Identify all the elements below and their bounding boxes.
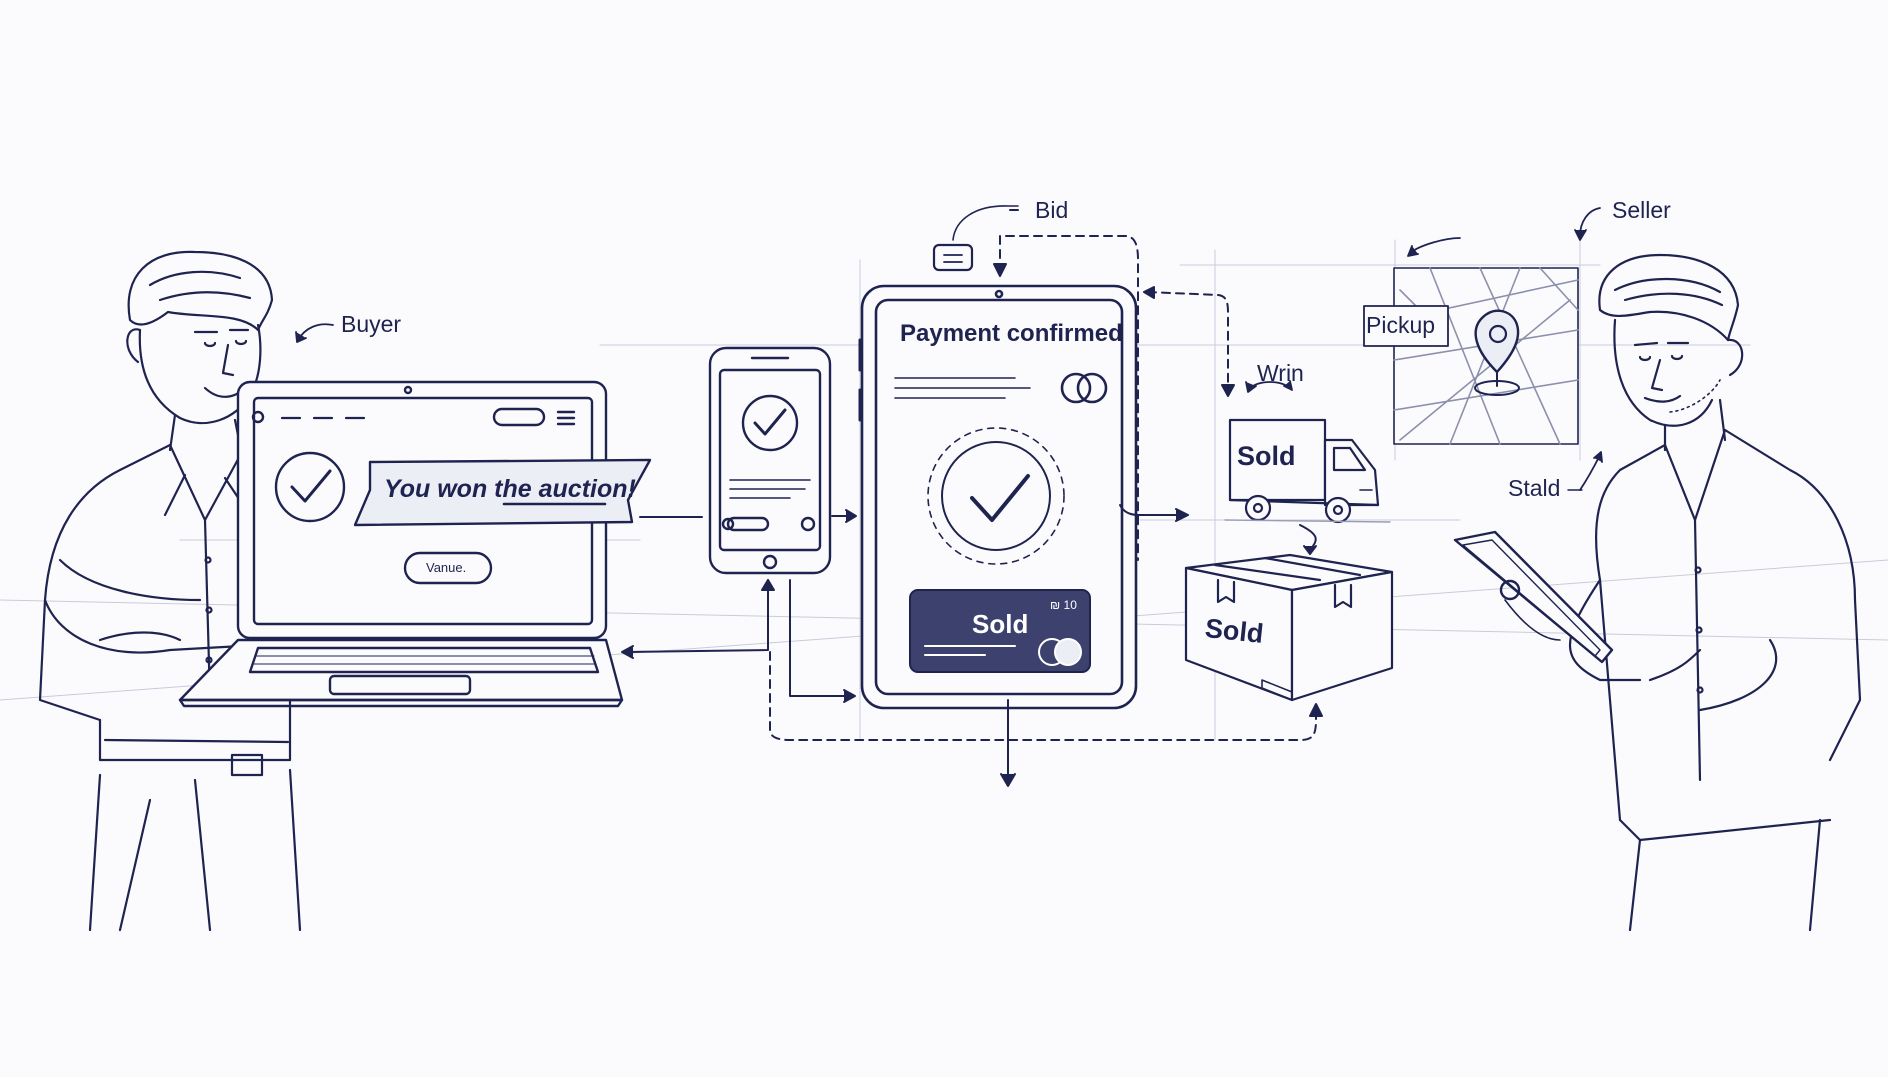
- laptop: [178, 380, 624, 708]
- bid-label: Bid: [1035, 197, 1069, 223]
- seller-figure: [1568, 253, 1862, 932]
- card-number: ₪ 10: [1050, 598, 1077, 612]
- pickup-map: [1393, 267, 1579, 445]
- seller-tablet: [1453, 530, 1614, 664]
- buyer-label: Buyer: [341, 311, 402, 337]
- card-sold-label: Sold: [972, 609, 1029, 639]
- payment-title: Payment confirmed: [900, 320, 1123, 347]
- laptop-input-text: Vanue.: [426, 560, 467, 575]
- auction-won-banner: [353, 458, 652, 527]
- payment-card: [909, 589, 1091, 673]
- seller-label: Seller: [1612, 197, 1671, 223]
- dashed-flow-arrows: [769, 235, 1317, 741]
- bid-icon: [932, 205, 1019, 272]
- pickup-label-box: [1363, 305, 1449, 347]
- arrowheads: [993, 263, 1323, 717]
- wrin-label: Wrin: [1257, 360, 1304, 386]
- label-pointers: [295, 207, 1603, 491]
- truck-sold-label: Sold: [1237, 441, 1296, 471]
- pickup-label: Pickup: [1366, 312, 1436, 338]
- flow-arrows: [621, 504, 1317, 787]
- buyer-figure: [38, 250, 392, 932]
- stald-label: Stald: [1508, 475, 1561, 501]
- auction-won-text: You won the auction!: [384, 475, 636, 503]
- delivery-truck: [1224, 418, 1391, 524]
- box-sold-label: Sold: [1203, 613, 1265, 649]
- shipping-box: [1184, 553, 1394, 702]
- phone: [708, 346, 832, 575]
